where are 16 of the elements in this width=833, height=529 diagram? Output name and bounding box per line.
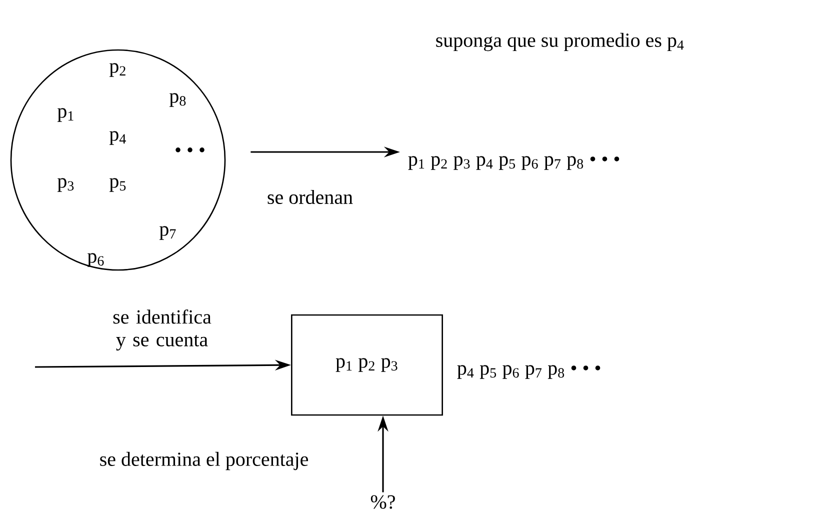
element-label: p$_{7}$ <box>160 226 176 240</box>
element-label: p$_{3}$ <box>58 178 74 192</box>
element-label: p$_{1}$ <box>58 108 74 122</box>
sequence-text: p$_{1}$ p$_{2}$ p$_{3}$ p$_{4}$ p$_{5}$ p$_{6}$ p$_{7}$ p$_{8}$ • • • <box>408 156 620 170</box>
selection-box: p$_{1}$ p$_{2}$ p$_{3}$ <box>291 314 443 416</box>
element-label: • • • <box>176 148 204 152</box>
question-text: %? <box>370 495 395 509</box>
edge-label: se determina el porcentaje <box>100 452 308 470</box>
element-label: p$_{8}$ <box>170 93 186 107</box>
note-text: suponga que su promedio es p$_{4}$ <box>436 32 684 52</box>
element-label: p$_{2}$ <box>110 63 126 77</box>
edge-label: se ordenan <box>268 190 353 204</box>
element-label: p$_{4}$ <box>110 131 126 145</box>
element-label: p$_{5}$ <box>110 178 126 192</box>
edge-label: se identifica y se cuenta <box>113 309 212 351</box>
set-ellipse <box>10 49 226 271</box>
